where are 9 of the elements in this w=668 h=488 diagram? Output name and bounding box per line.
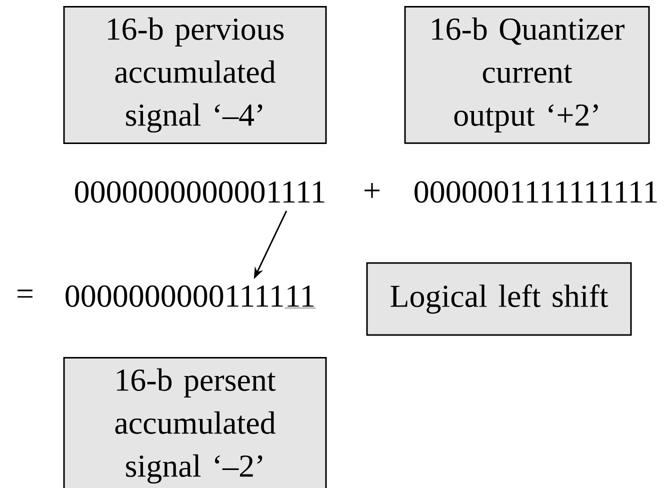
text-box: 16-b persent accumulated signal ‘–2’ bbox=[63, 357, 327, 488]
binary-number: 0000000000111111 bbox=[66, 285, 316, 308]
text-box: 16-b pervious accumulated signal ‘–4’ bbox=[63, 6, 327, 144]
equals-sign: = bbox=[18, 290, 32, 298]
binary-number: 0000000000001111 bbox=[75, 181, 324, 203]
plus-sign: + bbox=[364, 182, 380, 198]
text-box: 16-b Quantizer current output ‘+2’ bbox=[404, 6, 650, 144]
binary-number: 0000001111111111 bbox=[414, 181, 657, 203]
text-box: Logical left shift bbox=[366, 262, 632, 336]
